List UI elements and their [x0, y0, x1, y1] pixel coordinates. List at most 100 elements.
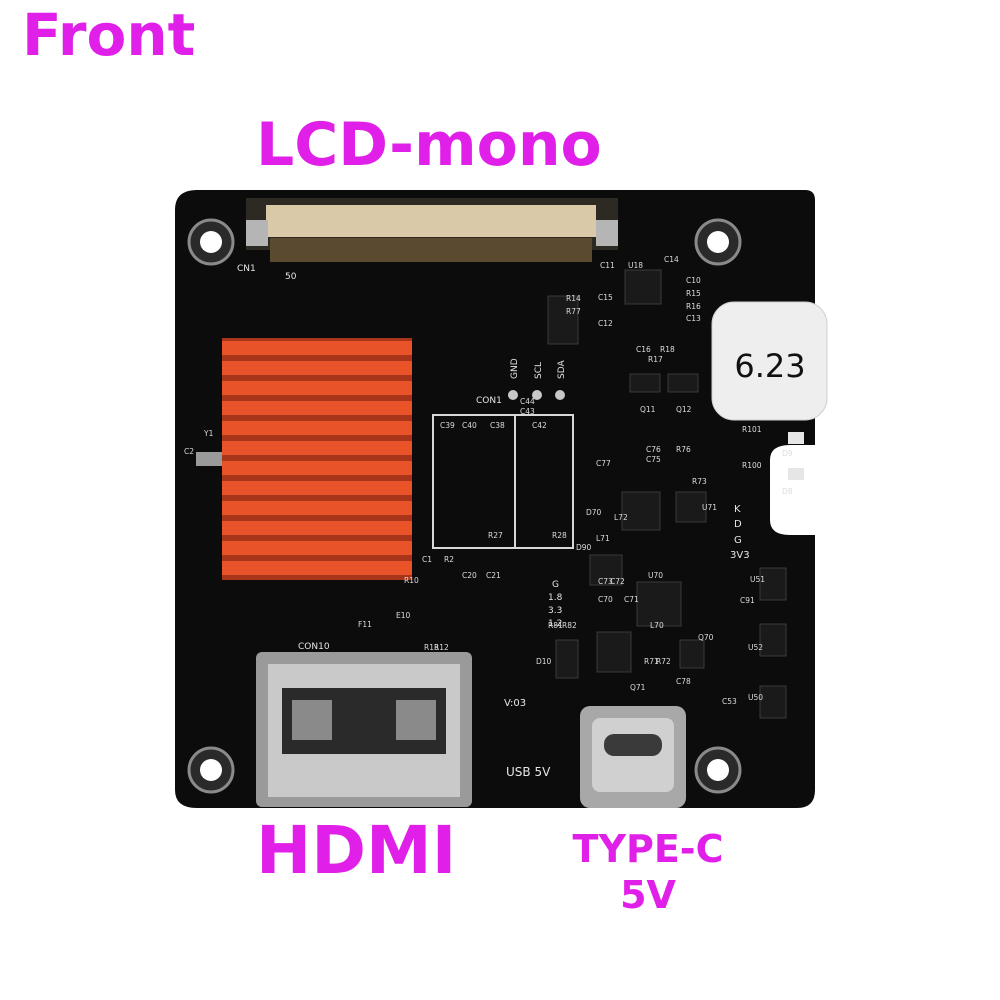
component-ref-label: L72	[614, 513, 628, 522]
silk-50: 50	[285, 272, 297, 282]
heatsink-fin	[222, 541, 412, 555]
silk-io-g: G	[552, 580, 559, 590]
component-ref-label: C1	[422, 555, 432, 564]
component-ref-label: R12	[434, 643, 449, 652]
crystal	[196, 452, 222, 466]
component-ref-label: C15	[598, 293, 613, 302]
type-c-label: TYPE-C 5V	[548, 826, 748, 918]
component-ref-label: R81	[548, 621, 563, 630]
component-ref-label: C11	[600, 261, 615, 270]
component-ref-label: R72	[656, 657, 671, 666]
component-ref-label: R71	[644, 657, 659, 666]
mounting-holes	[187, 218, 742, 794]
silk-usb-5v: USB 5V	[506, 765, 551, 779]
silk-d: D	[734, 519, 742, 530]
component-ref-label: R28	[552, 531, 567, 540]
component-ref-label: R73	[692, 477, 707, 486]
component-ref-label: C75	[646, 455, 661, 464]
component-ref-label: D70	[586, 508, 602, 517]
component-ref-label: F11	[358, 620, 372, 629]
component-ref-label: Q70	[698, 633, 714, 642]
type-c-label-line1: TYPE-C	[572, 827, 724, 871]
component-ref-label: C10	[686, 276, 701, 285]
component-ref-label: R101	[742, 425, 762, 434]
component-ref-label: C53	[722, 697, 737, 706]
component-ref-label: D9	[782, 449, 793, 458]
component-ref-label: C38	[490, 421, 505, 430]
silk-sda: SDA	[557, 360, 567, 379]
silk-g: G	[734, 535, 742, 546]
silk-version: V:03	[504, 698, 526, 709]
memory-footprints	[432, 414, 574, 549]
heatsink-fin	[222, 341, 412, 355]
usb-c-port	[580, 706, 686, 808]
silk-gnd: GND	[510, 358, 520, 379]
silk-con10: CON10	[298, 642, 330, 652]
hdmi-label: HDMI	[256, 812, 457, 889]
component-ref-label: U18	[628, 261, 643, 270]
heatsink-fin	[222, 481, 412, 495]
component-ref-label: Q12	[676, 405, 692, 414]
component-ref-label: C77	[596, 459, 611, 468]
component-ref-label: D8	[782, 487, 793, 496]
heatsink-fin	[222, 521, 412, 535]
component-ref-label: C21	[486, 571, 501, 580]
hdmi-port	[256, 652, 472, 807]
component-ref-label: C39	[440, 421, 455, 430]
component-ref-label: R17	[648, 355, 663, 364]
component-ref-label: U52	[748, 643, 763, 652]
component-ref-label: C76	[646, 445, 661, 454]
component-ref-label: R2	[444, 555, 454, 564]
component-ref-label: C71	[624, 595, 639, 604]
heatsink-fin	[222, 421, 412, 435]
heatsink	[222, 338, 412, 580]
mounting-hole-bottom-left	[187, 746, 235, 794]
silk-io-33: 3.3	[548, 606, 562, 616]
heatsink-fin	[222, 461, 412, 475]
mounting-hole-top-left	[187, 218, 235, 266]
silk-cn1: CN1	[237, 264, 256, 274]
component-ref-label: R76	[676, 445, 691, 454]
component-ref-label: C70	[598, 595, 613, 604]
component-ref-label: U70	[648, 571, 663, 580]
silk-3v3: 3V3	[730, 550, 750, 561]
component-ref-label: C72	[610, 577, 625, 586]
component-ref-label: Q71	[630, 683, 646, 692]
component-ref-label: C2	[184, 447, 194, 456]
heatsink-fin	[222, 441, 412, 455]
component-ref-label: U71	[702, 503, 717, 512]
component-ref-label: R100	[742, 461, 762, 470]
component-ref-label: R10	[404, 576, 419, 585]
component-ref-label: C91	[740, 596, 755, 605]
component-ref-label: C16	[636, 345, 651, 354]
ic-chips	[547, 269, 787, 719]
sticker-text: 6.23	[734, 347, 805, 385]
component-ref-label: E10	[396, 611, 411, 620]
heatsink-fin	[222, 401, 412, 415]
component-ref-label: C78	[676, 677, 691, 686]
component-ref-label: C43	[520, 407, 535, 416]
component-ref-label: D10	[536, 657, 552, 666]
i2c-test-pads	[508, 390, 565, 400]
version-sticker: 6.23	[711, 301, 828, 421]
component-ref-label: C13	[686, 314, 701, 323]
component-ref-label: U50	[748, 693, 763, 702]
component-ref-label: L70	[650, 621, 664, 630]
component-ref-label: C14	[664, 255, 679, 264]
component-ref-label: C12	[598, 319, 613, 328]
heatsink-fin	[222, 561, 412, 575]
component-ref-label: R82	[562, 621, 577, 630]
component-ref-label: R18	[660, 345, 675, 354]
lcd-mono-label: LCD-mono	[256, 110, 602, 180]
component-ref-label: L71	[596, 534, 610, 543]
component-ref-label: R15	[686, 289, 701, 298]
component-ref-label: Q11	[640, 405, 656, 414]
heatsink-fin	[222, 381, 412, 395]
lcd-connector	[246, 198, 618, 262]
component-ref-label: D90	[576, 543, 592, 552]
heatsink-fin	[222, 361, 412, 375]
silk-con1: CON1	[476, 396, 502, 406]
status-leds	[788, 432, 804, 480]
component-ref-label: R14	[566, 294, 581, 303]
